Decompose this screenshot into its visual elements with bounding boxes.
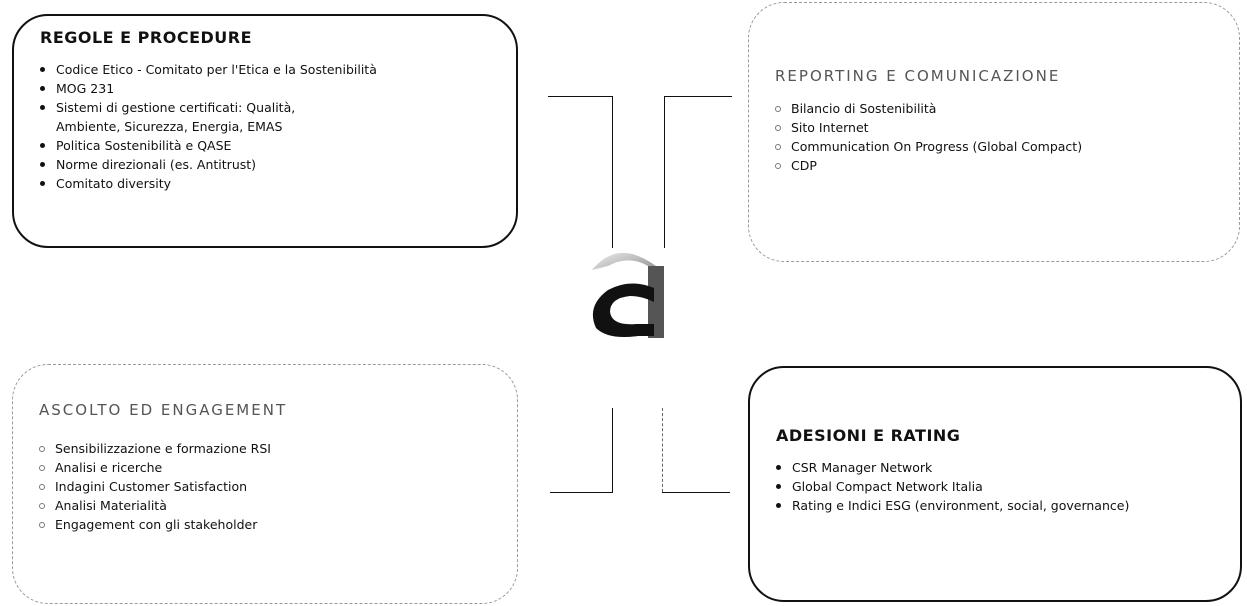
list-item: Comitato diversity bbox=[38, 174, 377, 193]
adesioni-title: ADESIONI E RATING bbox=[776, 426, 961, 445]
reporting-title: REPORTING E COMUNICAZIONE bbox=[775, 67, 1061, 85]
adesioni-e-rating-box: ADESIONI E RATING CSR Manager Network Gl… bbox=[748, 366, 1242, 602]
connector-top-left-horizontal bbox=[548, 96, 612, 97]
list-item: Communication On Progress (Global Compac… bbox=[773, 137, 1082, 156]
regole-list: Codice Etico - Comitato per l'Etica e la… bbox=[38, 60, 377, 193]
adesioni-list: CSR Manager Network Global Compact Netwo… bbox=[774, 458, 1129, 515]
connector-bottom-right-horizontal bbox=[662, 492, 730, 493]
company-logo-icon bbox=[592, 252, 664, 338]
ascolto-list: Sensibilizzazione e formazione RSI Anali… bbox=[37, 439, 271, 534]
list-item: CDP bbox=[773, 156, 1082, 175]
list-item: Sito Internet bbox=[773, 118, 1082, 137]
list-item: Global Compact Network Italia bbox=[774, 477, 1129, 496]
list-item: CSR Manager Network bbox=[774, 458, 1129, 477]
regole-e-procedure-box: REGOLE E PROCEDURE Codice Etico - Comita… bbox=[12, 14, 518, 248]
connector-bottom-left-horizontal bbox=[550, 492, 613, 493]
list-item: Analisi Materialità bbox=[37, 496, 271, 515]
connector-top-right-horizontal bbox=[664, 96, 732, 97]
reporting-e-comunicazione-box: REPORTING E COMUNICAZIONE Bilancio di So… bbox=[748, 2, 1240, 262]
list-item: Indagini Customer Satisfaction bbox=[37, 477, 271, 496]
list-item: MOG 231 bbox=[38, 79, 377, 98]
list-item: Engagement con gli stakeholder bbox=[37, 515, 271, 534]
list-item: Rating e Indici ESG (environment, social… bbox=[774, 496, 1129, 515]
list-item: Sistemi di gestione certificati: Qualità… bbox=[38, 98, 356, 136]
regole-title: REGOLE E PROCEDURE bbox=[40, 28, 253, 47]
list-item: Politica Sostenibilità e QASE bbox=[38, 136, 377, 155]
connector-bottom-left-vertical bbox=[612, 408, 613, 492]
ascolto-title: ASCOLTO ED ENGAGEMENT bbox=[39, 401, 288, 419]
list-item: Norme direzionali (es. Antitrust) bbox=[38, 155, 377, 174]
ascolto-ed-engagement-box: ASCOLTO ED ENGAGEMENT Sensibilizzazione … bbox=[12, 364, 518, 604]
connector-top-left-vertical bbox=[612, 96, 613, 248]
list-item: Codice Etico - Comitato per l'Etica e la… bbox=[38, 60, 377, 79]
connector-top-right-vertical bbox=[664, 96, 665, 248]
connector-bottom-right-vertical bbox=[662, 408, 663, 492]
reporting-list: Bilancio di Sostenibilità Sito Internet … bbox=[773, 99, 1082, 175]
list-item: Analisi e ricerche bbox=[37, 458, 271, 477]
list-item: Sensibilizzazione e formazione RSI bbox=[37, 439, 271, 458]
list-item: Bilancio di Sostenibilità bbox=[773, 99, 1082, 118]
